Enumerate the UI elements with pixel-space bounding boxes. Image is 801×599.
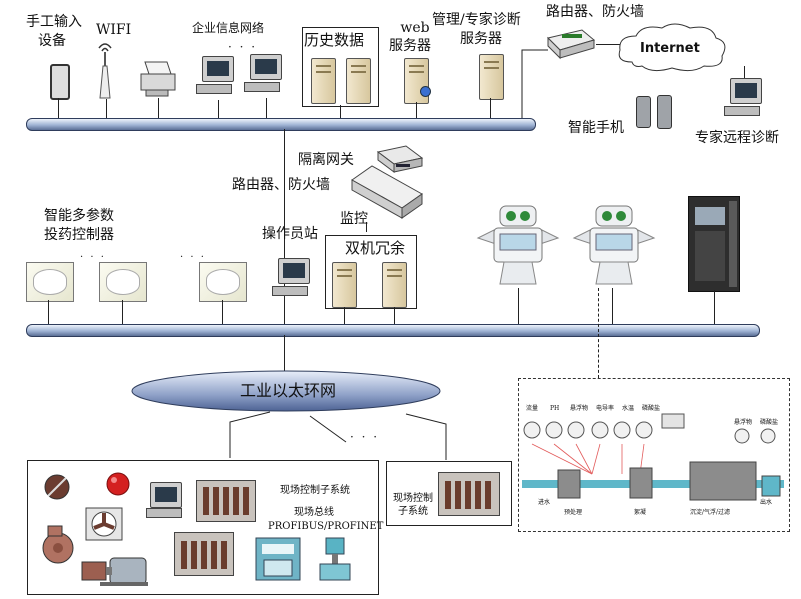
dual-redundancy-label: 双机冗余 (345, 239, 406, 257)
internet-label: Internet (640, 41, 700, 56)
sensor-label: 悬浮物 (570, 405, 589, 412)
operator-station-label: 操作员站 (262, 226, 318, 242)
smart-controller-label-1: 智能多参数 (44, 208, 114, 224)
stage-label: 沉淀/气浮/过滤 (690, 509, 731, 516)
wifi-label: WIFI (96, 22, 132, 38)
field-control-box-2 (386, 461, 512, 526)
server-icon (404, 58, 429, 104)
sensor-icons (523, 413, 776, 444)
router-top-label: 路由器、防火墙 (546, 4, 644, 20)
server-icon (382, 262, 407, 308)
server-icon (332, 262, 357, 308)
dots-controller-1: · · · (80, 252, 106, 263)
monitor-label: 监控 (340, 211, 368, 227)
pc-icon (196, 56, 240, 100)
web-server-label-1: web (400, 20, 430, 36)
sensor-label: 磷酸盐 (642, 405, 661, 412)
router-mid-label: 路由器、防火墙 (232, 177, 330, 193)
cloud-icon (618, 23, 726, 72)
field-control-sub2-label-2: 子系统 (398, 506, 428, 517)
fieldbus-label-1: 现场总线 (294, 507, 334, 518)
sensor-label: 电导率 (596, 405, 615, 412)
sensor-label: 水温 (622, 405, 635, 412)
fieldbus-label-2: PROFIBUS/PROFINET (268, 521, 384, 532)
alarm-light-icon (106, 472, 130, 496)
stage-label: 预处理 (564, 509, 583, 516)
dots-controller-2: · · · (180, 252, 206, 263)
tablet-icon (50, 64, 70, 100)
plc-icon (438, 472, 500, 516)
expert-remote-label: 专家远程诊断 (695, 130, 779, 146)
field-control-box (27, 460, 379, 595)
sensor-row: 流量 PH 悬浮物 电导率 水温 磷酸盐 悬浮物 磷酸盐 (526, 400, 779, 440)
controller-icon (26, 262, 74, 302)
firewall-icon (351, 165, 423, 219)
expert-server-label-2: 服务器 (460, 31, 502, 47)
stage-label: 进水 (538, 499, 551, 506)
smartphone-icon (657, 95, 672, 129)
ring-network (131, 370, 441, 412)
gateway-icon (376, 145, 424, 173)
enterprise-bus (26, 118, 536, 131)
cabinet-icon (688, 196, 740, 292)
pump-icon (42, 525, 74, 564)
ring-network-label: 工业以太环网 (240, 381, 337, 400)
stage-label: 出水 (760, 499, 773, 506)
display-icon (255, 537, 301, 581)
manual-input-label-1: 手工输入 (26, 14, 82, 30)
control-bus (26, 324, 760, 337)
controller-icon (99, 262, 147, 302)
expert-server-label-1: 管理/专家诊断 (432, 12, 521, 28)
fan-icon (85, 507, 123, 541)
smartphone-icon (636, 96, 651, 128)
manual-input-label-2: 设备 (38, 33, 66, 49)
printer-icon (140, 61, 176, 97)
server-icon (346, 58, 371, 104)
process-panel (518, 378, 790, 532)
plc-icon (196, 480, 256, 522)
dots-ring: · · · (350, 430, 380, 444)
plc-icon (174, 532, 234, 576)
pc-icon (722, 78, 768, 122)
server-icon (311, 58, 336, 104)
sensor-label: PH (550, 405, 560, 412)
smart-controller-label-2: 投药控制器 (44, 227, 114, 243)
isolation-gateway-label: 隔离网关 (298, 152, 354, 168)
dashed-link (598, 288, 599, 378)
pc-icon (272, 258, 316, 298)
field-control-sub2-label-1: 现场控制 (393, 493, 433, 504)
controller-icon (199, 262, 247, 302)
robot-icon (476, 205, 560, 285)
web-server-label-2: 服务器 (389, 38, 431, 54)
process-flow (522, 443, 784, 501)
sensor-label: 悬浮物 (734, 419, 753, 426)
wifi-icon (98, 43, 112, 99)
server-icon (479, 54, 504, 100)
robot-icon (572, 205, 656, 285)
smartphone-label: 智能手机 (568, 120, 624, 136)
field-control-subsystem-label: 现场控制子系统 (280, 485, 350, 496)
stage-label: 絮凝 (634, 509, 647, 516)
router-icon (547, 29, 596, 60)
flowmeter-icon (319, 537, 351, 581)
dual-redundancy-box (325, 235, 417, 309)
sensor-label: 流量 (526, 405, 539, 412)
globe-icon (420, 86, 431, 97)
history-data-label: 历史数据 (304, 31, 365, 49)
dots-top: · · · (228, 40, 258, 54)
enterprise-network-label: 企业信息网络 (192, 21, 265, 35)
pc-icon (146, 482, 186, 518)
sensor-label: 磷酸盐 (760, 419, 779, 426)
motor-icon (81, 557, 148, 586)
valve-icon (44, 474, 70, 500)
pc-icon (244, 54, 288, 98)
